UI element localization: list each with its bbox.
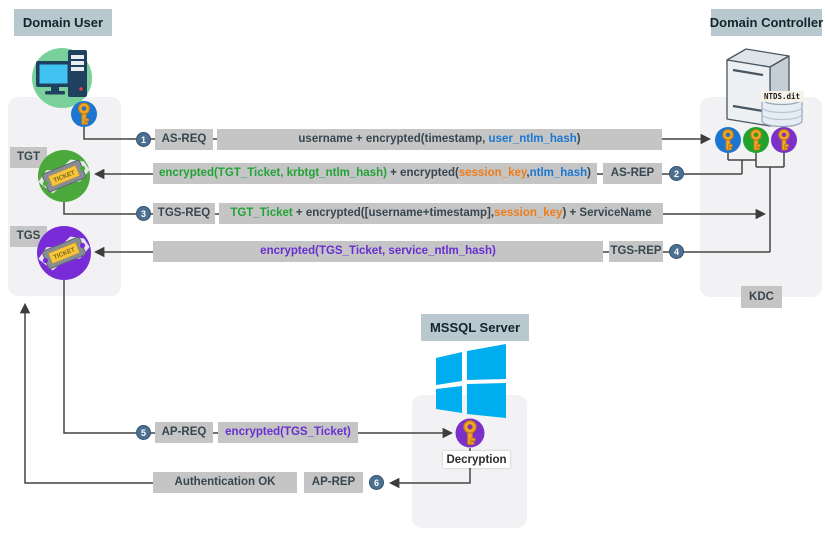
tgs-rep-message: encrypted(TGS_Ticket, service_ntlm_hash) — [153, 241, 603, 262]
as-req-tag: AS-REQ — [155, 129, 213, 150]
user-key-icon — [71, 101, 97, 127]
ap-req-message: encrypted(TGS_Ticket) — [218, 422, 358, 443]
kdc-label: KDC — [741, 286, 782, 308]
tgs-label: TGS — [10, 226, 47, 247]
asrep-key-bus — [727, 153, 757, 174]
as-req-message: username + encrypted(timestamp, user_ntl… — [217, 129, 662, 150]
as-rep-tag: AS-REP — [603, 163, 662, 184]
dc-user-key-icon — [715, 127, 741, 153]
step-1-number: 1 — [136, 132, 151, 147]
domain-controller-title: Domain Controller — [710, 9, 823, 36]
tgs-req-tag: TGS-REQ — [153, 203, 215, 224]
computer-icon — [32, 48, 92, 108]
step-6-number: 6 — [369, 475, 384, 490]
windows-logo-icon — [436, 344, 506, 418]
ntds-dit-label: NTDS.dit — [760, 91, 804, 102]
auth-ok-message: Authentication OK — [153, 472, 297, 493]
tgt-ticket-icon: TICKET — [38, 150, 90, 202]
tgs-req-message: TGT_Ticket + encrypted([username+timesta… — [219, 203, 663, 224]
tgt-to-step3-line — [63, 202, 136, 215]
auth-ok-return-arrow — [19, 302, 153, 484]
dc-krbtgt-key-icon — [743, 127, 769, 153]
user-key-to-step1-line — [83, 127, 136, 140]
tgt-label: TGT — [10, 147, 47, 168]
tgs-to-step5-line — [63, 280, 136, 434]
step-4-number: 4 — [669, 244, 684, 259]
dc-service-key-icon — [771, 127, 797, 153]
tgs-rep-tag: TGS-REP — [609, 241, 663, 262]
step-2-number: 2 — [669, 166, 684, 181]
mssql-key-icon — [455, 418, 485, 448]
ap-rep-tag: AP-REP — [304, 472, 363, 493]
step-5-number: 5 — [136, 425, 151, 440]
decryption-label: Decryption — [443, 451, 510, 468]
domain-user-title: Domain User — [14, 9, 112, 36]
tgs-ticket-icon: TICKET — [37, 226, 91, 280]
tgsrep-key-bus — [755, 153, 785, 252]
ap-req-tag: AP-REQ — [155, 422, 213, 443]
as-rep-message: encrypted(TGT_Ticket, krbtgt_ntlm_hash) … — [153, 163, 597, 184]
mssql-server-title: MSSQL Server — [421, 314, 529, 341]
step-3-number: 3 — [136, 206, 151, 221]
